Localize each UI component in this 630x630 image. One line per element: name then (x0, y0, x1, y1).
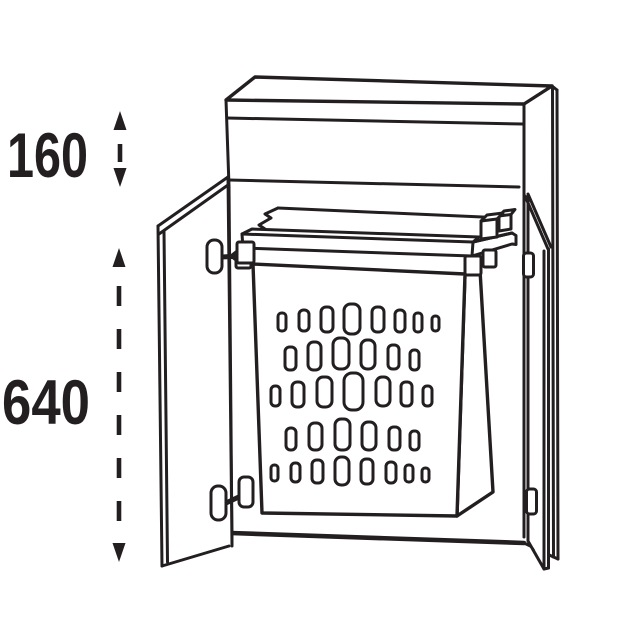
rail-hook-front-edge (479, 217, 499, 223)
dimension-160: 160 (7, 111, 127, 191)
dimension-640: 640 (2, 248, 126, 562)
hinge-knob (209, 484, 228, 522)
rail-clip-right-rear (481, 248, 498, 269)
dimension-label-160: 160 (7, 121, 88, 191)
hinge-mount (237, 475, 255, 509)
basket-back-rim (276, 206, 507, 220)
left-door-outer-edge (156, 224, 164, 568)
dimension-label-640: 640 (2, 368, 90, 438)
arrow-up-icon (112, 248, 126, 267)
cabinet-top-panel-edge (225, 116, 525, 126)
arrow-up-icon (113, 111, 127, 130)
cabinet-front-band-bottom (227, 178, 521, 189)
left-door-top-edge (156, 175, 230, 228)
cabinet-right-panel-outer-edge (555, 88, 560, 561)
cabinet-bottom-edge (228, 530, 527, 546)
left-door-top-inner-edge (157, 183, 230, 236)
right-door-top-outer-edge (526, 192, 553, 249)
basket-holes (269, 302, 441, 487)
right-door-top-hinge (522, 251, 535, 279)
arrow-down-icon (113, 168, 127, 187)
left-door-bottom-hinge (209, 475, 255, 522)
arrow-down-icon (112, 543, 126, 562)
laundry-basket (249, 206, 507, 518)
rail-clip-right (463, 254, 483, 277)
cabinet-top-face (224, 75, 554, 106)
left-door (156, 175, 256, 568)
right-door-bottom-edge (526, 539, 550, 571)
hinge-mount (235, 240, 256, 265)
right-door (522, 192, 553, 571)
hinge-knob (205, 238, 224, 275)
left-door-top-hinge (205, 238, 256, 275)
cabinet-right-panel-inner-edge (551, 85, 555, 559)
left-door-hinge-edge (226, 175, 234, 547)
left-door-bottom-edge (160, 544, 231, 568)
right-door-bottom-hinge (525, 487, 538, 516)
left-door-outer-inner-edge (162, 229, 169, 564)
